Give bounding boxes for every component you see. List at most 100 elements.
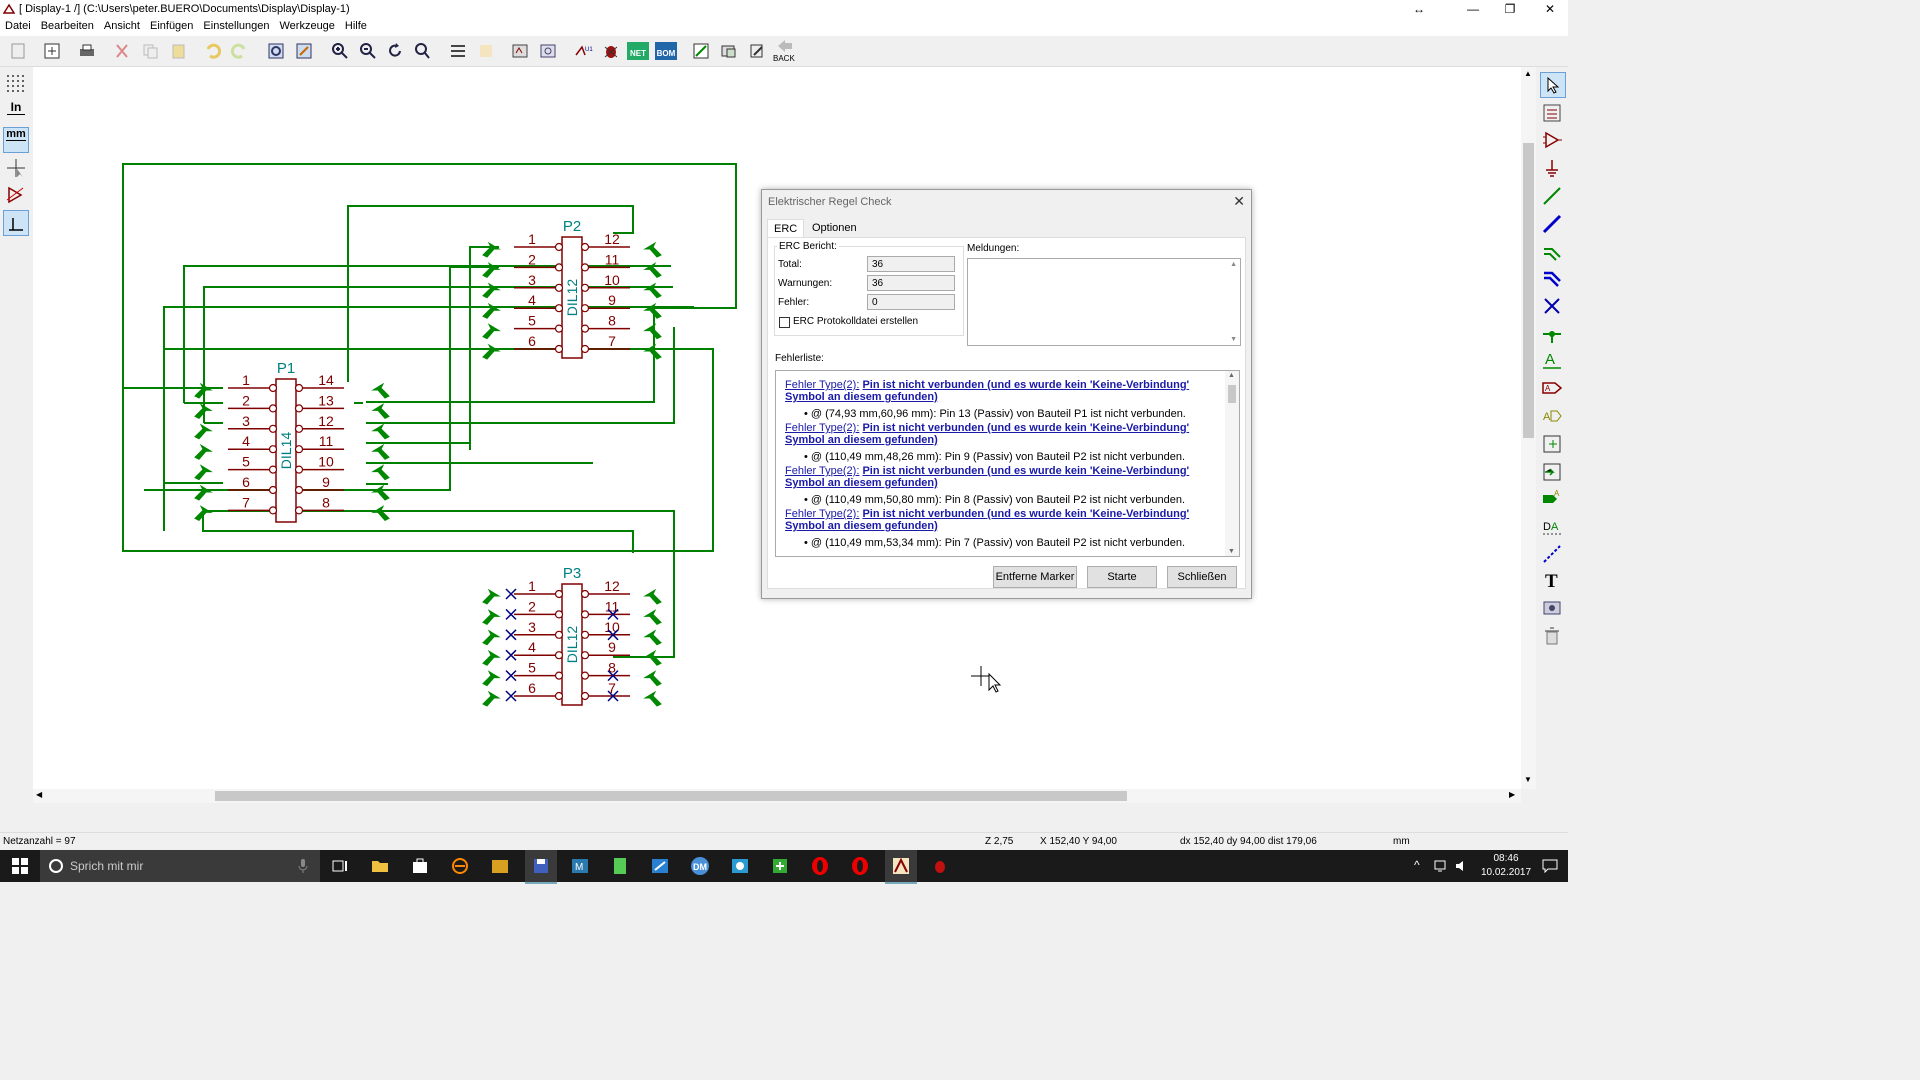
cursor-shape-icon[interactable] [5, 157, 27, 179]
place-bus-icon[interactable] [1541, 213, 1563, 235]
global-label-icon[interactable]: A [1541, 377, 1563, 399]
close-window-button[interactable]: ✕ [1544, 2, 1556, 16]
start-button[interactable]: Starte [1087, 566, 1157, 588]
bom-button[interactable]: BOM [655, 42, 677, 60]
error-type[interactable]: Fehler Type(2): [785, 422, 860, 434]
hidden-pins-icon[interactable] [5, 184, 27, 206]
hierarchical-sheet-icon[interactable] [1541, 433, 1563, 455]
vertical-scroll-thumb[interactable] [1523, 143, 1534, 438]
opera-icon-2[interactable] [850, 856, 870, 876]
resize-arrows-icon[interactable]: ↔ [1413, 2, 1425, 16]
erc-icon[interactable] [601, 41, 621, 61]
store-icon[interactable] [410, 856, 430, 876]
redo-icon[interactable] [230, 41, 250, 61]
place-wire-icon[interactable] [1541, 185, 1563, 207]
network-app-icon[interactable] [730, 856, 750, 876]
task-view-icon[interactable] [330, 856, 350, 876]
restore-button[interactable]: ❐ [1504, 2, 1516, 16]
folder-app-icon[interactable] [490, 856, 510, 876]
inch-units-button[interactable]: In [5, 100, 27, 122]
place-power-icon[interactable] [1541, 157, 1563, 179]
logfile-checkbox[interactable] [779, 317, 790, 328]
tray-chevron-icon[interactable]: ^ [1414, 858, 1420, 872]
error-item[interactable]: Fehler Type(2): Pin ist nicht verbunden … [785, 422, 1205, 446]
opera-icon[interactable] [810, 856, 830, 876]
error-desc[interactable]: Pin ist nicht verbunden (und es wurde ke… [785, 422, 1190, 446]
wire-bus-entry-icon[interactable] [1541, 241, 1563, 263]
paste-icon[interactable] [168, 41, 188, 61]
error-type[interactable]: Fehler Type(2): [785, 379, 860, 391]
pcbnew-icon[interactable] [719, 41, 739, 61]
error-desc[interactable]: Pin ist nicht verbunden (und es wurde ke… [785, 508, 1190, 532]
horizontal-scrollbar[interactable]: ◀ ▶ [33, 789, 1521, 803]
netlist-button[interactable]: NET [627, 42, 649, 60]
scripting-icon[interactable] [747, 41, 767, 61]
remove-markers-button[interactable]: Entferne Marker [993, 566, 1077, 588]
cut-icon[interactable] [112, 41, 132, 61]
annotate-icon[interactable]: U1 [573, 41, 593, 61]
mm-units-button[interactable]: mm [3, 127, 29, 153]
text-tool-icon[interactable]: T [1541, 569, 1563, 591]
copy-icon[interactable] [140, 41, 160, 61]
menu-einfuegen[interactable]: Einfügen [149, 20, 194, 32]
menu-bearbeiten[interactable]: Bearbeiten [40, 20, 94, 32]
place-component-icon[interactable] [1541, 129, 1563, 151]
errorlist-scroll-up-icon[interactable]: ▲ [1228, 372, 1235, 379]
menu-ansicht[interactable]: Ansicht [103, 20, 140, 32]
library-browser-icon[interactable] [538, 41, 558, 61]
graphic-line-icon[interactable] [1541, 543, 1563, 565]
sheet-pin-icon[interactable]: A [1541, 487, 1563, 509]
wire-angle-button[interactable] [3, 210, 29, 236]
undo-icon[interactable] [202, 41, 222, 61]
bus-bus-entry-icon[interactable] [1541, 267, 1563, 289]
horizontal-scroll-thumb[interactable] [215, 791, 1127, 801]
tools-app-icon[interactable] [650, 856, 670, 876]
leave-sheet-icon[interactable] [476, 41, 496, 61]
m-app-icon[interactable]: M [570, 856, 590, 876]
action-center-icon[interactable] [1542, 859, 1558, 873]
hierarchical-label-icon[interactable]: A [1541, 405, 1563, 427]
orange-app-icon[interactable] [450, 856, 470, 876]
hierarchy-navigator-icon[interactable] [448, 41, 468, 61]
error-item[interactable]: Fehler Type(2): Pin ist nicht verbunden … [785, 508, 1205, 532]
errorlist-scroll-thumb[interactable] [1228, 385, 1236, 403]
volume-tray-icon[interactable] [1454, 859, 1468, 873]
error-list[interactable]: Fehler Type(2): Pin ist nicht verbunden … [775, 370, 1240, 557]
menu-einstellungen[interactable]: Einstellungen [203, 20, 270, 32]
close-button[interactable]: Schließen [1167, 566, 1237, 588]
taskbar-active-app[interactable] [525, 850, 557, 884]
windows-start-icon[interactable] [12, 858, 28, 874]
tab-optionen[interactable]: Optionen [812, 222, 857, 234]
scroll-left-icon[interactable]: ◀ [36, 790, 43, 799]
zoom-out-icon[interactable] [358, 41, 378, 61]
import-sheet-pin-icon[interactable] [1541, 461, 1563, 483]
hierarchy-icon[interactable] [1541, 102, 1563, 124]
find-replace-icon[interactable] [294, 41, 314, 61]
error-item[interactable]: Fehler Type(2): Pin ist nicht verbunden … [785, 379, 1205, 403]
dm-app-icon[interactable]: DM [690, 856, 710, 876]
junction-icon[interactable] [1541, 323, 1563, 345]
tab-erc[interactable]: ERC [767, 219, 805, 238]
dialog-close-icon[interactable]: ✕ [1233, 193, 1245, 209]
messages-box[interactable]: ▲ ▼ [967, 258, 1241, 346]
errorlist-scrollbar[interactable]: ▲ ▼ [1225, 371, 1239, 556]
net-label-icon[interactable]: A [1541, 349, 1563, 371]
network-tray-icon[interactable] [1434, 859, 1450, 873]
cortana-search-box[interactable]: Sprich mit mir [40, 850, 320, 882]
bug-app-icon[interactable] [930, 856, 950, 876]
error-type[interactable]: Fehler Type(2): [785, 465, 860, 477]
bitmap-icon[interactable] [1541, 597, 1563, 619]
find-icon[interactable] [266, 41, 286, 61]
menu-werkzeuge[interactable]: Werkzeuge [279, 20, 335, 32]
no-connect-icon[interactable] [1541, 295, 1563, 317]
messages-scroll-down-icon[interactable]: ▼ [1230, 336, 1237, 343]
taskbar-kicad-app[interactable] [885, 850, 917, 884]
delete-icon[interactable] [1541, 625, 1563, 647]
grid-icon[interactable] [5, 73, 27, 95]
menu-hilfe[interactable]: Hilfe [344, 20, 367, 32]
back-button[interactable]: BACK [773, 39, 797, 65]
scroll-down-icon[interactable]: ▼ [1524, 775, 1532, 784]
scroll-right-icon[interactable]: ▶ [1509, 790, 1516, 799]
zoom-in-icon[interactable] [330, 41, 350, 61]
